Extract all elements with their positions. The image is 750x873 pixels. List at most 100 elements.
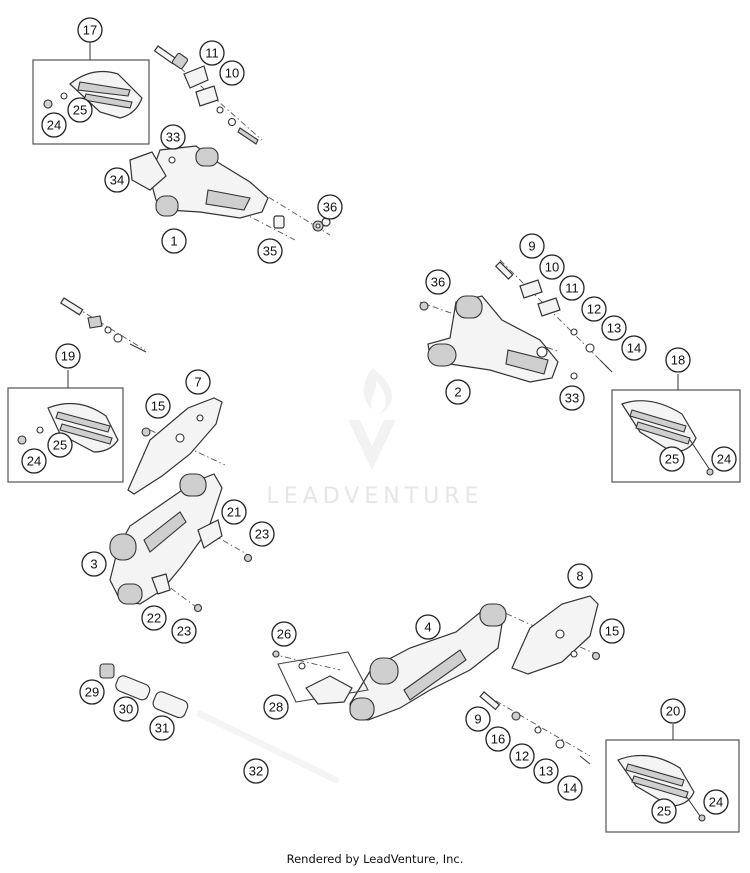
svg-text:26: 26: [277, 627, 291, 642]
callout-33: 33: [559, 385, 585, 411]
svg-text:20: 20: [666, 704, 680, 719]
svg-text:7: 7: [194, 375, 201, 390]
svg-text:36: 36: [323, 200, 337, 215]
svg-text:25: 25: [657, 804, 671, 819]
callout-24: 24: [703, 789, 729, 815]
callout-10: 10: [219, 60, 245, 86]
group-rear-right-hanger: [271, 595, 601, 765]
svg-text:17: 17: [83, 23, 97, 38]
svg-text:23: 23: [177, 624, 191, 639]
watermark-text: LEADVENTURE: [267, 484, 484, 509]
svg-text:34: 34: [110, 173, 124, 188]
watermark-logo-icon: [348, 368, 396, 470]
callout-16: 16: [485, 726, 511, 752]
footer-credit: Rendered by LeadVenture, Inc.: [286, 852, 464, 866]
callout-3: 3: [81, 551, 107, 577]
callout-9: 9: [465, 706, 491, 732]
svg-text:22: 22: [147, 611, 161, 626]
callout-30: 30: [113, 696, 139, 722]
callout-18: 18: [665, 347, 691, 373]
svg-text:36: 36: [431, 275, 445, 290]
svg-text:25: 25: [665, 452, 679, 467]
svg-text:25: 25: [73, 103, 87, 118]
callout-24: 24: [21, 448, 47, 474]
callout-4: 4: [415, 614, 441, 640]
svg-text:30: 30: [119, 702, 133, 717]
callout-9: 9: [519, 233, 545, 259]
svg-text:32: 32: [249, 764, 263, 779]
group-footpeg-17: [32, 42, 150, 145]
svg-text:10: 10: [225, 66, 239, 81]
callout-33: 33: [160, 124, 186, 150]
svg-text:14: 14: [563, 781, 577, 796]
callout-24: 24: [711, 446, 737, 472]
callout-17: 17: [77, 17, 103, 43]
group-footpeg-19: [7, 370, 124, 483]
svg-text:12: 12: [587, 302, 601, 317]
callout-15: 15: [145, 393, 171, 419]
svg-text:33: 33: [565, 391, 579, 406]
callout-14: 14: [621, 335, 647, 361]
callout-25: 25: [659, 446, 685, 472]
callout-12: 12: [509, 743, 535, 769]
group-rear-left-hanger: [59, 297, 253, 613]
svg-text:24: 24: [717, 452, 731, 467]
callout-25: 25: [47, 432, 73, 458]
callout-24: 24: [41, 112, 67, 138]
callout-23: 23: [171, 618, 197, 644]
svg-text:2: 2: [454, 385, 461, 400]
svg-text:28: 28: [269, 700, 283, 715]
callout-10: 10: [539, 254, 565, 280]
svg-text:35: 35: [263, 244, 277, 259]
svg-text:10: 10: [545, 260, 559, 275]
svg-text:8: 8: [576, 569, 583, 584]
svg-text:16: 16: [491, 732, 505, 747]
callout-14: 14: [557, 775, 583, 801]
callout-15: 15: [599, 618, 625, 644]
svg-text:15: 15: [605, 624, 619, 639]
callout-22: 22: [141, 605, 167, 631]
svg-text:9: 9: [528, 239, 535, 254]
callout-26: 26: [271, 621, 297, 647]
callout-12: 12: [581, 296, 607, 322]
callout-29: 29: [79, 679, 105, 705]
callout-13: 13: [601, 315, 627, 341]
svg-text:9: 9: [474, 712, 481, 727]
callout-32: 32: [243, 758, 269, 784]
callout-36: 36: [425, 269, 451, 295]
group-front-left-bracket: [419, 259, 613, 383]
callout-8: 8: [567, 563, 593, 589]
svg-text:18: 18: [671, 353, 685, 368]
svg-text:1: 1: [170, 234, 177, 249]
callout-34: 34: [104, 167, 130, 193]
svg-text:24: 24: [47, 118, 61, 133]
svg-text:29: 29: [85, 685, 99, 700]
callout-11: 11: [559, 275, 585, 301]
svg-text:21: 21: [227, 505, 241, 520]
svg-text:13: 13: [539, 764, 553, 779]
svg-text:4: 4: [424, 620, 431, 635]
svg-text:13: 13: [607, 321, 621, 336]
svg-text:3: 3: [90, 557, 97, 572]
callout-35: 35: [257, 238, 283, 264]
svg-text:24: 24: [709, 795, 723, 810]
callout-31: 31: [149, 715, 175, 741]
callout-20: 20: [660, 698, 686, 724]
svg-text:19: 19: [61, 349, 75, 364]
group-axle-bushings: [99, 663, 340, 784]
svg-text:24: 24: [27, 454, 41, 469]
svg-text:23: 23: [255, 527, 269, 542]
callout-25: 25: [67, 97, 93, 123]
svg-text:33: 33: [166, 130, 180, 145]
svg-text:12: 12: [515, 749, 529, 764]
svg-text:25: 25: [53, 438, 67, 453]
callout-7: 7: [185, 369, 211, 395]
svg-text:15: 15: [151, 399, 165, 414]
svg-text:11: 11: [205, 46, 219, 61]
callout-13: 13: [533, 758, 559, 784]
callout-28: 28: [263, 694, 289, 720]
callout-1: 1: [161, 228, 187, 254]
svg-text:31: 31: [155, 721, 169, 736]
callout-36: 36: [317, 194, 343, 220]
